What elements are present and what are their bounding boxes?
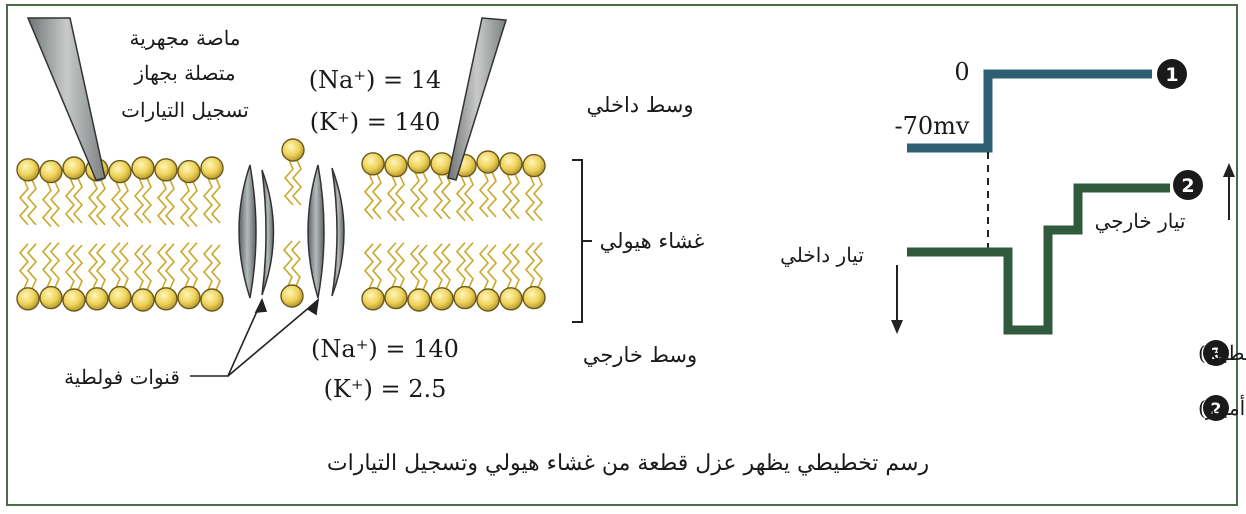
minus70-label: -70mv <box>895 112 970 140</box>
phospholipid <box>477 151 499 217</box>
phospholipid <box>17 159 39 225</box>
outside-medium-label: وسط خارجي <box>583 343 697 368</box>
phospholipid <box>17 244 39 310</box>
marker-1-label: 1 <box>1165 64 1178 86</box>
marker-2-trace: 2 <box>1173 170 1203 200</box>
phospholipid <box>155 159 177 225</box>
phospholipid <box>155 244 177 310</box>
phospholipid <box>385 243 407 309</box>
phospholipid <box>523 243 545 309</box>
phospholipid <box>500 153 522 219</box>
phospholipid <box>132 157 154 223</box>
channel-pointer <box>190 300 318 376</box>
legend-1-text: كمون مفروض (مطبق) <box>1198 341 1246 365</box>
phospholipid <box>63 245 85 311</box>
phospholipid <box>281 241 303 307</box>
phospholipid <box>109 161 131 227</box>
phospholipid <box>500 244 522 310</box>
zero-mv-label: 0 <box>954 58 969 86</box>
phospholipid <box>431 153 453 219</box>
phospholipid <box>282 139 304 205</box>
voltage-channel-left <box>239 165 274 298</box>
figure-caption: رسم تخطيطي يظهر عزل قطعة من غشاء هيولي و… <box>327 451 929 476</box>
phospholipid <box>201 157 223 223</box>
pipette-label-line2: متصلة بجهاز <box>133 61 235 85</box>
k-inside: (K⁺) = 140 <box>310 108 441 136</box>
phospholipid <box>523 155 545 221</box>
phospholipid <box>40 243 62 309</box>
phospholipid <box>178 243 200 309</box>
inside-medium-label: وسط داخلي <box>587 93 694 118</box>
micropipette-left <box>28 18 105 180</box>
phospholipid <box>109 243 131 309</box>
phospholipid <box>454 243 476 309</box>
k-outside: (K⁺) = 2.5 <box>324 375 447 403</box>
phospholipid <box>362 244 384 310</box>
phospholipid <box>63 157 85 223</box>
phospholipid <box>86 244 108 310</box>
membrane-bracket <box>572 160 592 322</box>
phospholipid <box>431 244 453 310</box>
na-outside: (Na⁺) = 140 <box>311 335 459 363</box>
phospholipid <box>477 245 499 311</box>
phospholipid <box>362 153 384 219</box>
phospholipid <box>408 151 430 217</box>
channels-label: قنوات فولطية <box>64 365 180 389</box>
pipette-label-line3: تسجيل التيارات <box>121 98 249 122</box>
phospholipid <box>201 245 223 311</box>
pipette-label-line1: ماصة مجهرية <box>129 26 240 50</box>
outward-current-arrow <box>1223 163 1235 220</box>
phospholipid <box>178 161 200 227</box>
phospholipid <box>132 245 154 311</box>
outward-current-label: تيار خارجي <box>1095 209 1186 233</box>
phospholipid <box>40 161 62 227</box>
lipid-layer-bottom <box>17 241 545 311</box>
na-inside: (Na⁺) = 14 <box>309 66 442 94</box>
membrane-label: غشاء هيولي <box>600 229 705 254</box>
phospholipid <box>408 245 430 311</box>
inward-current-arrow <box>891 265 903 334</box>
marker-1-trace: 1 <box>1157 59 1187 89</box>
phospholipid <box>385 155 407 221</box>
marker-2-label: 2 <box>1181 175 1194 197</box>
voltage-channel-right <box>308 165 344 298</box>
inward-current-label: تيار داخلي <box>780 243 864 267</box>
